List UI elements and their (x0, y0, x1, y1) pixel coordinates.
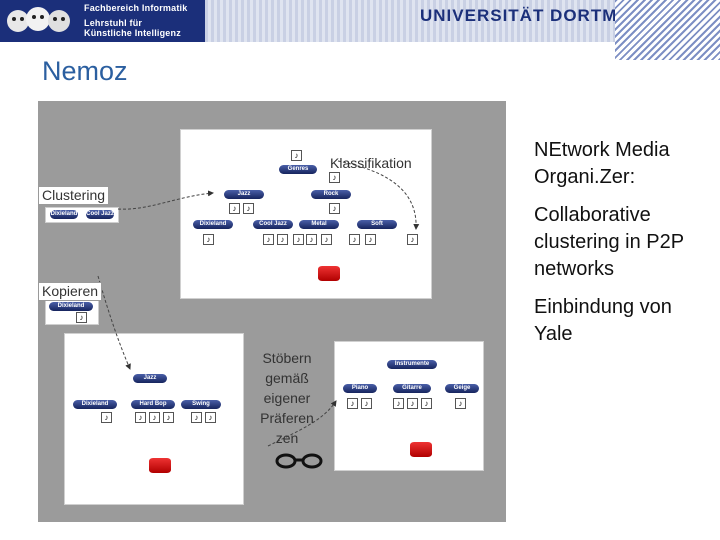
tree-node: Swing (181, 400, 221, 409)
music-file-icon: ♪ (229, 203, 240, 214)
instrumente-panel: Instrumente Piano Gitarre Geige ♪ ♪ ♪ ♪ … (334, 341, 484, 471)
tree-node: Gitarre (393, 384, 431, 393)
bullet-nemoz-definition: NEtwork Media Organi.Zer: (534, 139, 670, 188)
tree-node: Metal (299, 220, 339, 229)
music-file-icon: ♪ (393, 398, 404, 409)
bullet-yale: Einbindung von Yale (534, 296, 672, 345)
klassifikation-label: Klassifikation (330, 155, 412, 171)
slide-title: Nemoz (42, 56, 128, 86)
stoebern-line: Stöbern (262, 350, 312, 366)
tree-node: Dixieland (73, 400, 117, 409)
music-file-icon: ♪ (407, 234, 418, 245)
faculty-logo-icon (7, 7, 70, 32)
music-file-icon: ♪ (306, 234, 317, 245)
music-file-icon: ♪ (205, 412, 216, 423)
database-icon (318, 266, 340, 281)
genres-panel: ♪ Genres ♪ Jazz Rock ♪ ♪ ♪ Dixieland Coo… (180, 129, 432, 299)
music-file-icon: ♪ (365, 234, 376, 245)
tree-node: Hard Bop (131, 400, 175, 409)
university-logo-icon (615, 0, 720, 60)
tree-node: Geige (445, 384, 479, 393)
kopieren-label: Kopieren (38, 282, 103, 301)
tree-node: Cool Jazz (253, 220, 293, 229)
glasses-icon (275, 453, 323, 469)
faculty-name: Fachbereich Informatik (84, 3, 188, 13)
tree-node: Jazz (224, 190, 264, 199)
music-file-icon: ♪ (291, 150, 302, 161)
kopieren-box: Dixieland ♪ (45, 299, 99, 325)
tree-node: Dixieland (50, 210, 78, 219)
banner-pattern (205, 0, 625, 42)
music-file-icon: ♪ (321, 234, 332, 245)
tree-node: Instrumente (387, 360, 437, 369)
nemoz-figure: ♪ Genres ♪ Jazz Rock ♪ ♪ ♪ Dixieland Coo… (38, 101, 506, 522)
tree-node: Genres (279, 165, 317, 174)
university-name: UNIVERSITÄT DORTMUND (420, 6, 658, 25)
tree-node: Dixieland (49, 302, 93, 311)
faculty-block: Fachbereich Informatik Lehrstuhl für Kün… (0, 0, 205, 42)
clustering-label: Clustering (38, 186, 110, 205)
stoebern-line: eigener (263, 390, 311, 406)
music-file-icon: ♪ (347, 398, 358, 409)
tree-node: Jazz (133, 374, 167, 383)
music-file-icon: ♪ (149, 412, 160, 423)
music-file-icon: ♪ (349, 234, 360, 245)
jazz-panel: Jazz Dixieland Hard Bop Swing ♪ ♪ ♪ ♪ ♪ … (64, 333, 244, 505)
music-file-icon: ♪ (163, 412, 174, 423)
music-file-icon: ♪ (455, 398, 466, 409)
flow-arrows (97, 160, 420, 447)
music-file-icon: ♪ (263, 234, 274, 245)
chair-line-2: Künstliche Intelligenz (84, 28, 181, 38)
music-file-icon: ♪ (421, 398, 432, 409)
clustering-box: Dixieland Cool Jazz (45, 207, 119, 223)
database-icon (149, 458, 171, 473)
music-file-icon: ♪ (361, 398, 372, 409)
bullet-collaborative-clustering: Collaborative clustering in P2P networks (534, 204, 684, 280)
chair-line-1: Lehrstuhl für (84, 18, 143, 28)
music-file-icon: ♪ (329, 203, 340, 214)
music-file-icon: ♪ (407, 398, 418, 409)
music-file-icon: ♪ (191, 412, 202, 423)
stoebern-line: Präferen (260, 410, 314, 426)
tree-node: Soft (357, 220, 397, 229)
music-file-icon: ♪ (135, 412, 146, 423)
tree-node: Cool Jazz (86, 210, 114, 219)
tree-node: Rock (311, 190, 351, 199)
database-icon (410, 442, 432, 457)
header-banner: Fachbereich Informatik Lehrstuhl für Kün… (0, 0, 720, 60)
music-file-icon: ♪ (277, 234, 288, 245)
stoebern-label: Stöbern gemäß eigener Präferen zen (258, 348, 316, 448)
stoebern-line: zen (275, 430, 299, 446)
music-file-icon: ♪ (329, 172, 340, 183)
music-file-icon: ♪ (243, 203, 254, 214)
music-file-icon: ♪ (101, 412, 112, 423)
stoebern-line: gemäß (265, 370, 309, 386)
music-file-icon: ♪ (203, 234, 214, 245)
tree-node: Dixieland (193, 220, 233, 229)
music-file-icon: ♪ (293, 234, 304, 245)
music-file-icon: ♪ (76, 312, 87, 323)
tree-node: Piano (343, 384, 377, 393)
